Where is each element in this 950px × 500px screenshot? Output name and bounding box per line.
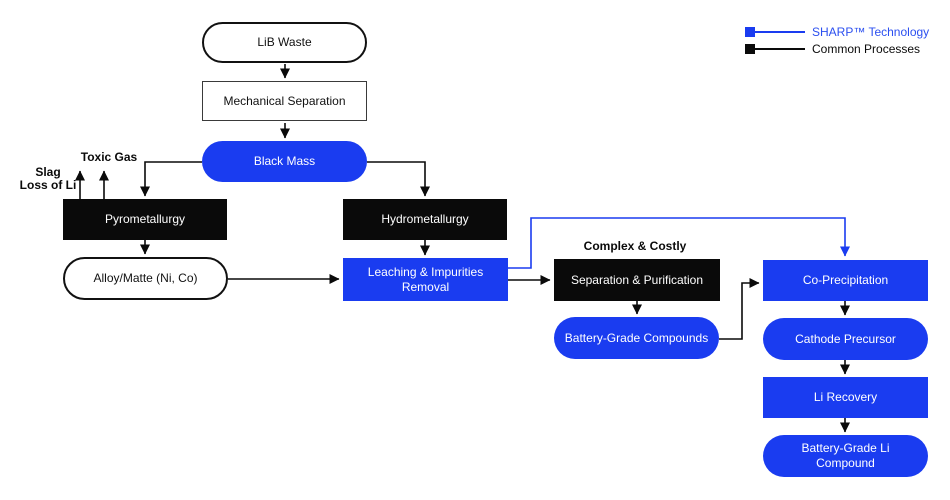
legend-label-common: Common Processes: [812, 42, 921, 56]
annotation-slag-loss-of-li: Slag Loss of Li: [8, 165, 88, 193]
connector-blackmass-pyro: [140, 161, 202, 197]
legend-square-blue-icon: [745, 27, 755, 37]
node-pyrometallurgy: Pyrometallurgy: [63, 199, 227, 240]
legend-label-sharp: SHARP™ Technology: [812, 25, 930, 39]
node-alloy-matte: Alloy/Matte (Ni, Co): [63, 257, 228, 300]
node-mechanical-separation: Mechanical Separation: [202, 81, 367, 121]
connector-blackmass-hydro: [367, 161, 430, 197]
legend-item-sharp-technology: SHARP™ Technology: [745, 25, 930, 39]
annotation-slag-line1: Slag: [35, 165, 61, 179]
node-battery-grade-li-compound: Battery-Grade Li Compound: [763, 435, 928, 477]
node-li-recovery: Li Recovery: [763, 377, 928, 418]
annotation-complex-costly: Complex & Costly: [583, 239, 687, 253]
legend-line-blue: [755, 31, 805, 33]
node-hydrometallurgy: Hydrometallurgy: [343, 199, 507, 240]
annotation-toxic-gas: Toxic Gas: [80, 150, 138, 164]
node-battery-grade-compounds: Battery-Grade Compounds: [554, 317, 719, 359]
legend-item-common-processes: Common Processes: [745, 42, 921, 56]
node-cathode-precursor: Cathode Precursor: [763, 318, 928, 360]
node-lib-waste: LiB Waste: [202, 22, 367, 63]
legend-line-black: [755, 48, 805, 50]
node-leaching-impurities-removal: Leaching & Impurities Removal: [343, 258, 508, 301]
node-separation-purification: Separation & Purification: [554, 259, 720, 301]
annotation-slag-line2: Loss of Li: [19, 178, 77, 193]
legend-square-black-icon: [745, 44, 755, 54]
node-black-mass: Black Mass: [202, 141, 367, 182]
connector-bgcompounds-coprecipitation: [719, 278, 760, 340]
node-co-precipitation: Co-Precipitation: [763, 260, 928, 301]
